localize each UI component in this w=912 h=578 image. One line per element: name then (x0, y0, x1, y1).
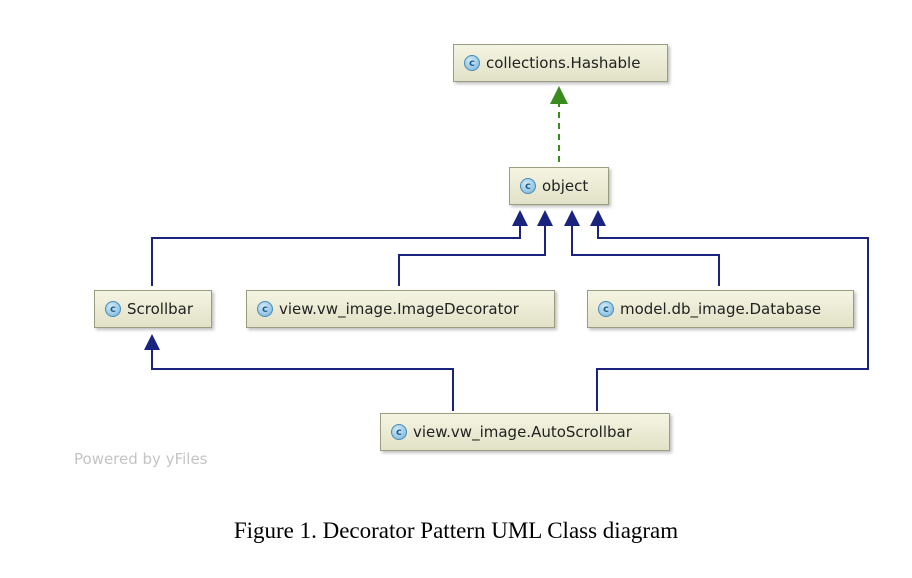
arrowhead-object-4 (590, 210, 606, 226)
class-icon: c (520, 178, 536, 194)
class-node-database[interactable]: c model.db_image.Database (587, 290, 854, 328)
class-node-image-decorator[interactable]: c view.vw_image.ImageDecorator (246, 290, 555, 328)
class-name: collections.Hashable (486, 54, 641, 72)
class-name: view.vw_image.AutoScrollbar (413, 423, 632, 441)
class-node-auto-scrollbar[interactable]: c view.vw_image.AutoScrollbar (380, 413, 670, 451)
class-node-hashable[interactable]: c collections.Hashable (453, 44, 668, 82)
edge-decorator-object (398, 226, 546, 286)
arrowhead-hashable (550, 86, 568, 104)
class-name: object (542, 177, 589, 195)
class-name: Scrollbar (127, 300, 193, 318)
edge-autoscrollbar-scrollbar (151, 350, 454, 411)
arrowhead-scrollbar (144, 334, 160, 350)
arrowhead-object-1 (512, 210, 528, 226)
edge-database-object (571, 226, 720, 286)
class-name: view.vw_image.ImageDecorator (279, 300, 519, 318)
arrowhead-object-3 (564, 210, 580, 226)
edge-scrollbar-object (151, 226, 521, 286)
class-icon: c (257, 301, 273, 317)
class-icon: c (598, 301, 614, 317)
figure-caption: Figure 1. Decorator Pattern UML Class di… (233, 518, 679, 543)
arrowhead-object-2 (537, 210, 553, 226)
class-node-scrollbar[interactable]: c Scrollbar (94, 290, 212, 328)
class-icon: c (391, 424, 407, 440)
class-icon: c (105, 301, 121, 317)
yfiles-watermark: Powered by yFiles (74, 450, 208, 468)
class-name: model.db_image.Database (620, 300, 822, 318)
edge-autoscrollbar-object (596, 226, 869, 411)
class-icon: c (464, 55, 480, 71)
class-node-object[interactable]: c object (509, 167, 609, 205)
